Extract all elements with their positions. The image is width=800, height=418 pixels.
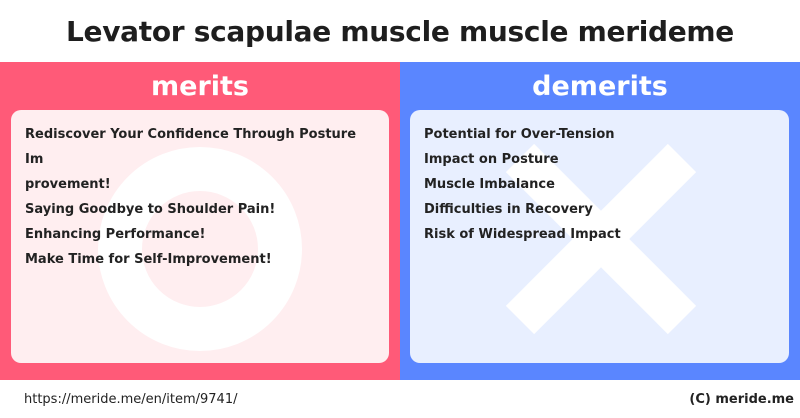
list-item: provement! <box>25 177 111 192</box>
list-item: Rediscover Your Confidence Through Postu… <box>25 127 357 167</box>
merits-heading: merits <box>151 70 249 102</box>
source-url-link[interactable]: https://meride.me/en/item/9741/ <box>24 392 238 407</box>
list-item: Muscle Imbalance <box>424 177 555 192</box>
demerits-panel: demerits Potential for Over-Tension Impa… <box>400 62 800 380</box>
page-title: Levator scapulae muscle muscle merideme <box>65 14 734 48</box>
list-item: Enhancing Performance! <box>25 227 206 242</box>
list-item: Impact on Posture <box>424 152 559 167</box>
list-item: Saying Goodbye to Shoulder Pain! <box>25 202 276 217</box>
merits-card: Rediscover Your Confidence Through Postu… <box>11 110 389 363</box>
circle-icon <box>98 147 302 351</box>
copyright: (C) meride.me <box>689 392 794 407</box>
merits-list: Rediscover Your Confidence Through Postu… <box>25 122 377 272</box>
cross-icon <box>505 143 697 335</box>
list-item: Make Time for Self-Improvement! <box>25 252 272 267</box>
demerits-card: Potential for Over-Tension Impact on Pos… <box>410 110 789 363</box>
demerits-heading: demerits <box>532 70 668 102</box>
list-item: Risk of Widespread Impact <box>424 227 621 242</box>
list-item: Potential for Over-Tension <box>424 127 615 142</box>
list-item: Difficulties in Recovery <box>424 202 593 217</box>
demerits-list: Potential for Over-Tension Impact on Pos… <box>424 122 777 247</box>
merits-panel: merits Rediscover Your Confidence Throug… <box>0 62 400 380</box>
footer: https://meride.me/en/item/9741/ (C) meri… <box>0 380 800 418</box>
